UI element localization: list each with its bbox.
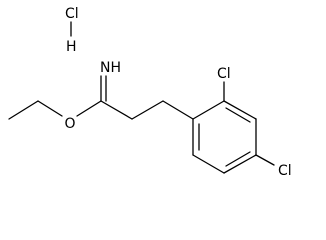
chain-ring-bond [162, 100, 194, 120]
ring-inner-bond-c2-c3 [225, 107, 251, 123]
ring-inner-bond-c4-c5 [225, 151, 251, 167]
c4-cl-bond [255, 154, 275, 166]
hcl-chlorine-label: Cl [65, 6, 79, 22]
chain-bond-1 [100, 100, 133, 120]
ring-bond-c4-c5 [223, 154, 257, 174]
ortho-chlorine-label: Cl [217, 66, 231, 82]
hcl-hydrogen-label: H [66, 39, 77, 55]
ring-bond-c5-c6 [192, 154, 225, 174]
molecule-structure: Cl H O NH Cl Cl [8, 6, 292, 179]
imine-nh-label: NH [100, 60, 121, 76]
o-c-imidate-bond [76, 100, 102, 117]
para-chlorine-label: Cl [278, 163, 292, 179]
ring-bond-c2-c3 [223, 100, 257, 120]
ethyl-ch3-ch2-bond [8, 100, 39, 120]
ring-bond-c1-c2 [192, 100, 225, 120]
chain-bond-2 [131, 100, 164, 120]
ethyl-ch2-o-bond [37, 100, 63, 117]
ether-oxygen-label: O [64, 116, 75, 132]
